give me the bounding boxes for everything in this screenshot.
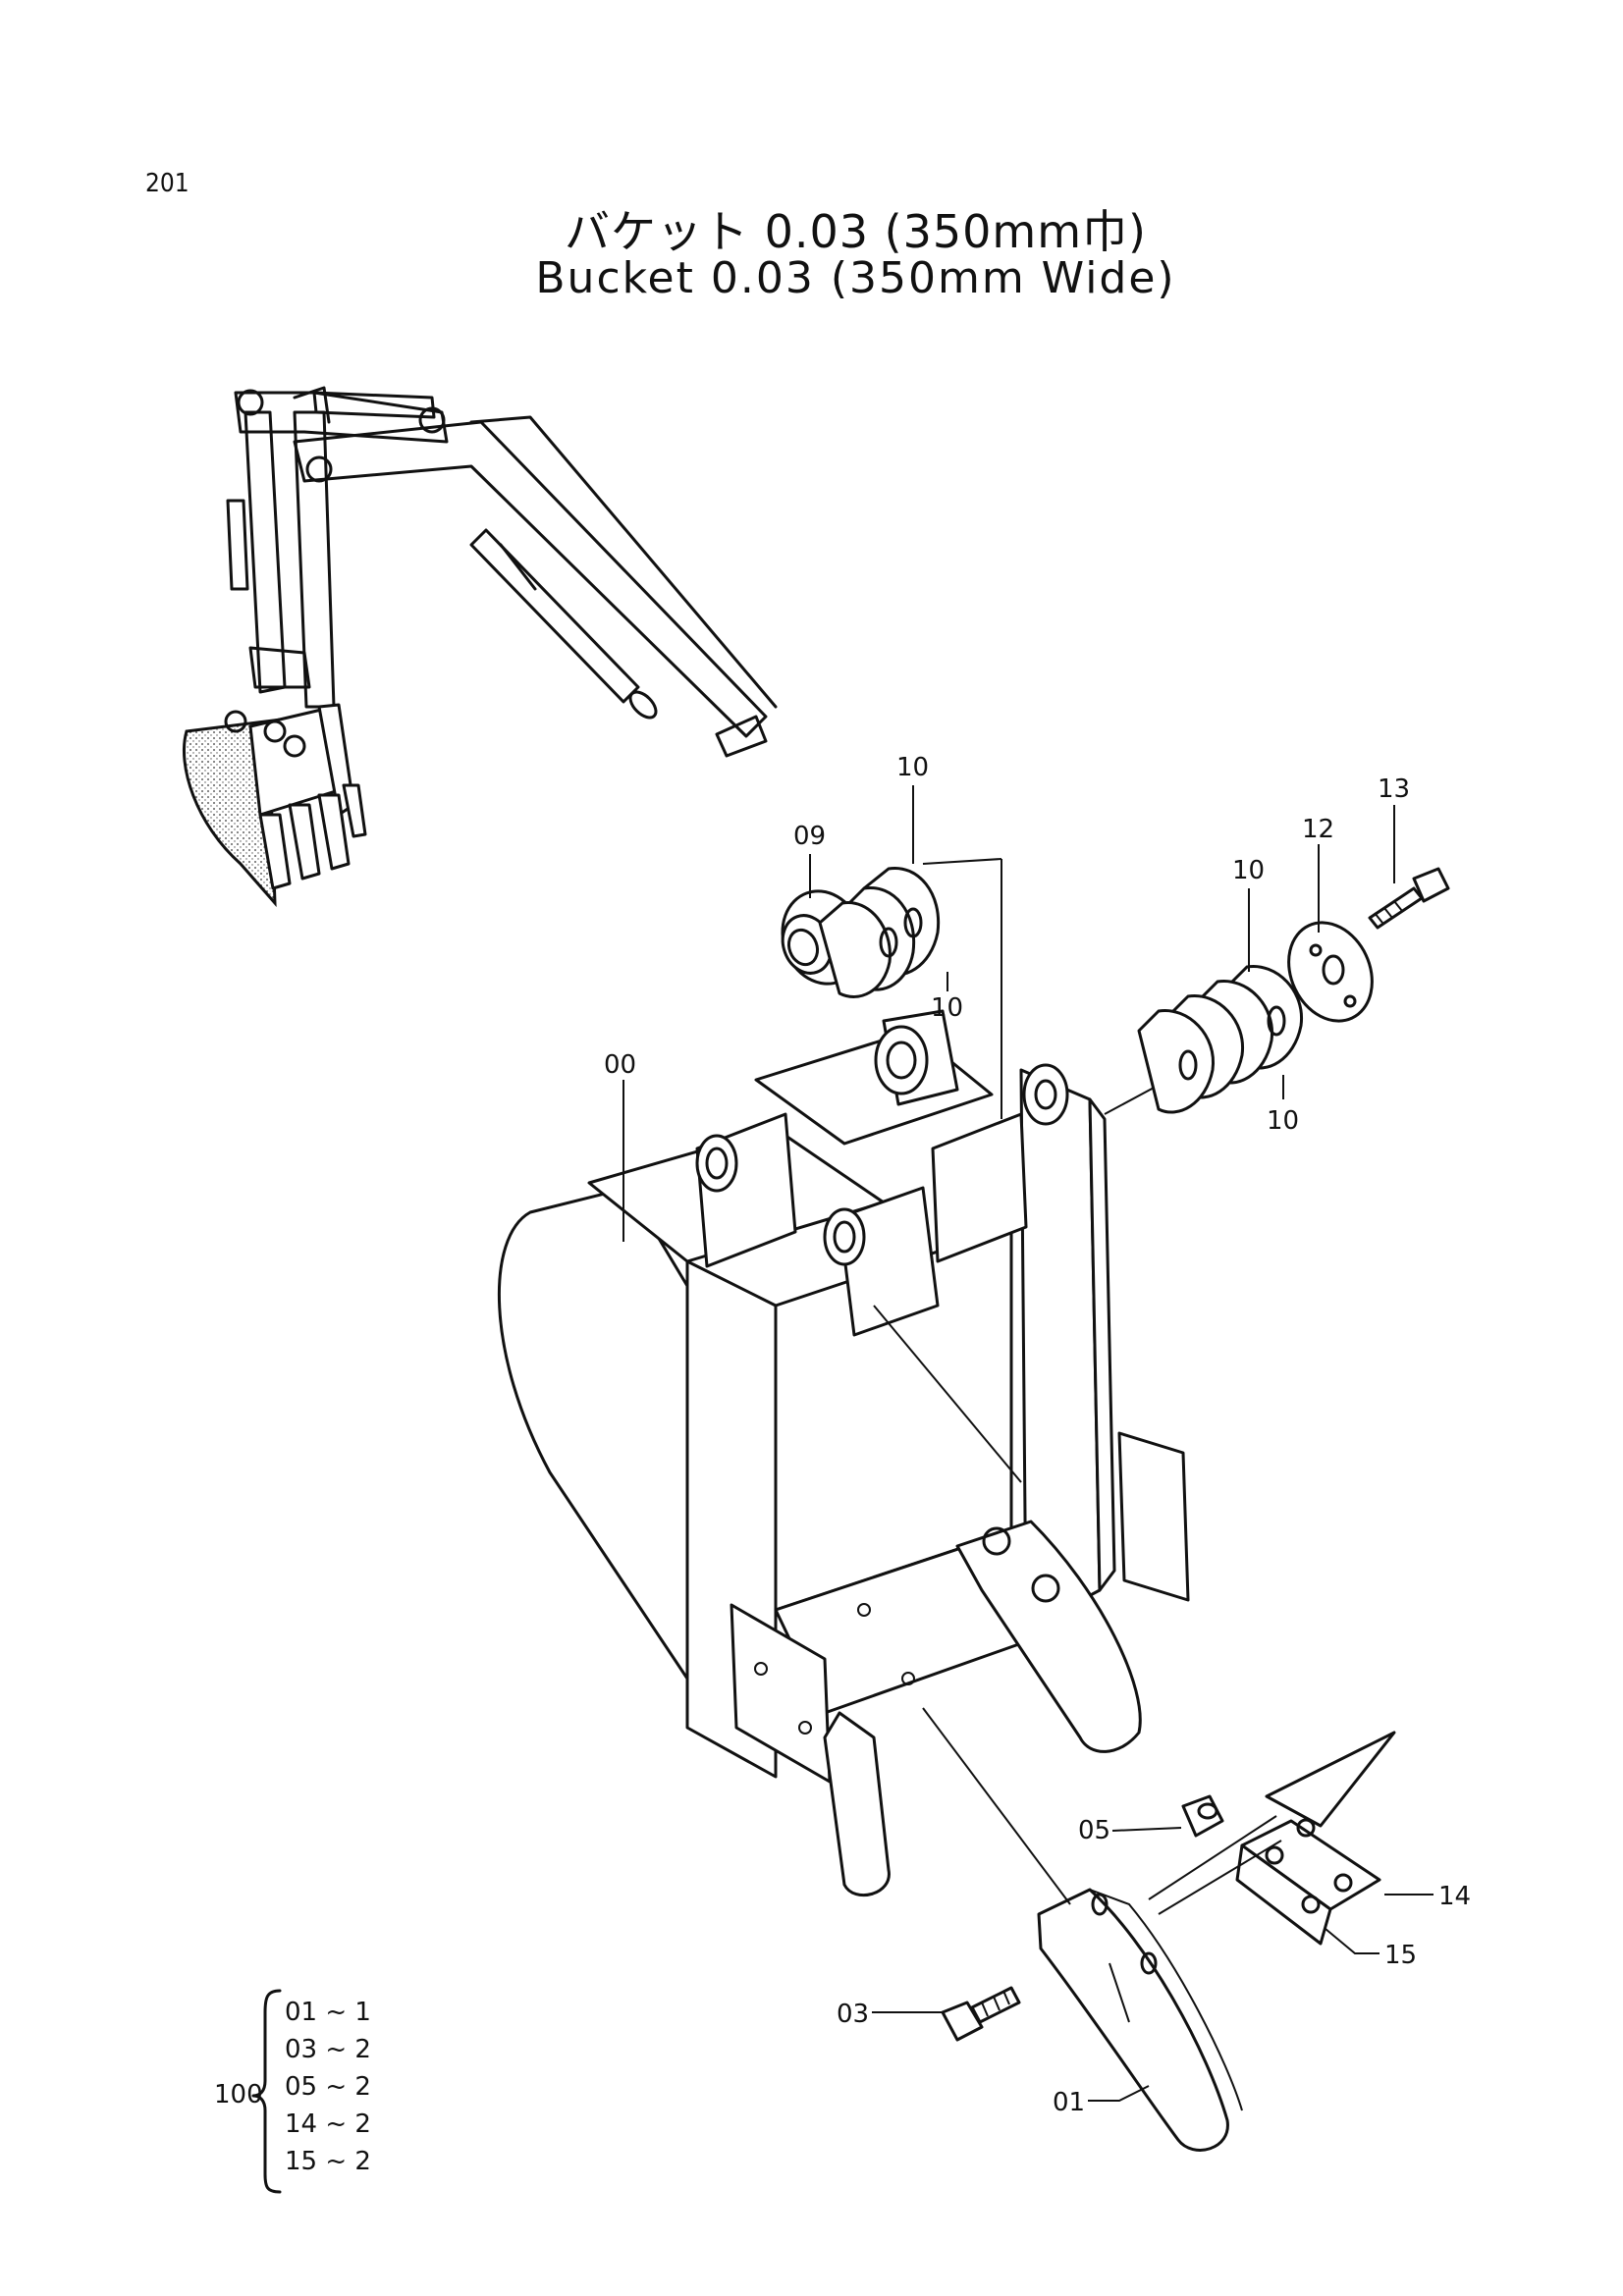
plate-12: [1287, 921, 1374, 1023]
callout-05: 05: [1078, 1816, 1110, 1845]
callout-labels: 00 09 10 10 10 10 12 13 05 14 15 03 01: [604, 753, 1471, 2117]
kit-item: 01 ~ 1: [285, 1998, 371, 2027]
kit-item: 05 ~ 2: [285, 2072, 371, 2102]
callout-10-right: 10: [1232, 856, 1265, 885]
tooth-adapter-01: [922, 1707, 1243, 2152]
kit-list: 100 01 ~ 1 03 ~ 2 05 ~ 2 14 ~ 2 15 ~ 2: [214, 1989, 371, 2194]
title-japanese: バケット 0.03 (350mm巾): [565, 205, 1147, 258]
callout-01: 01: [1053, 2088, 1085, 2117]
title-english: Bucket 0.03 (350mm Wide): [535, 253, 1176, 303]
callout-09: 09: [793, 822, 826, 851]
shims-upper-10: [818, 866, 941, 998]
callout-13: 13: [1378, 774, 1410, 804]
callout-00: 00: [604, 1050, 636, 1080]
callout-10-upper: 10: [896, 753, 929, 782]
callout-03: 03: [837, 2000, 869, 2029]
callout-14: 14: [1438, 1882, 1471, 1911]
page-number: 201: [145, 169, 189, 198]
bolt-03: [941, 1986, 1021, 2042]
nut-05: [1181, 1794, 1224, 1838]
callout-15: 15: [1384, 1941, 1417, 1970]
callout-10-upper-lower: 10: [931, 993, 963, 1023]
kit-item: 14 ~ 2: [285, 2109, 371, 2139]
callout-12: 12: [1302, 815, 1334, 844]
bucket-body: [497, 858, 1190, 1897]
side-cutter-14-15: [1148, 1731, 1396, 1946]
kit-item: 03 ~ 2: [285, 2035, 371, 2064]
callout-10-right-lower: 10: [1267, 1106, 1299, 1136]
shims-right-10: [1137, 964, 1304, 1114]
excavator-arm-inset: [182, 386, 778, 908]
leader-lines: [622, 785, 1434, 2102]
kit-item: 15 ~ 2: [285, 2147, 371, 2176]
bolt-13: [1368, 867, 1450, 930]
